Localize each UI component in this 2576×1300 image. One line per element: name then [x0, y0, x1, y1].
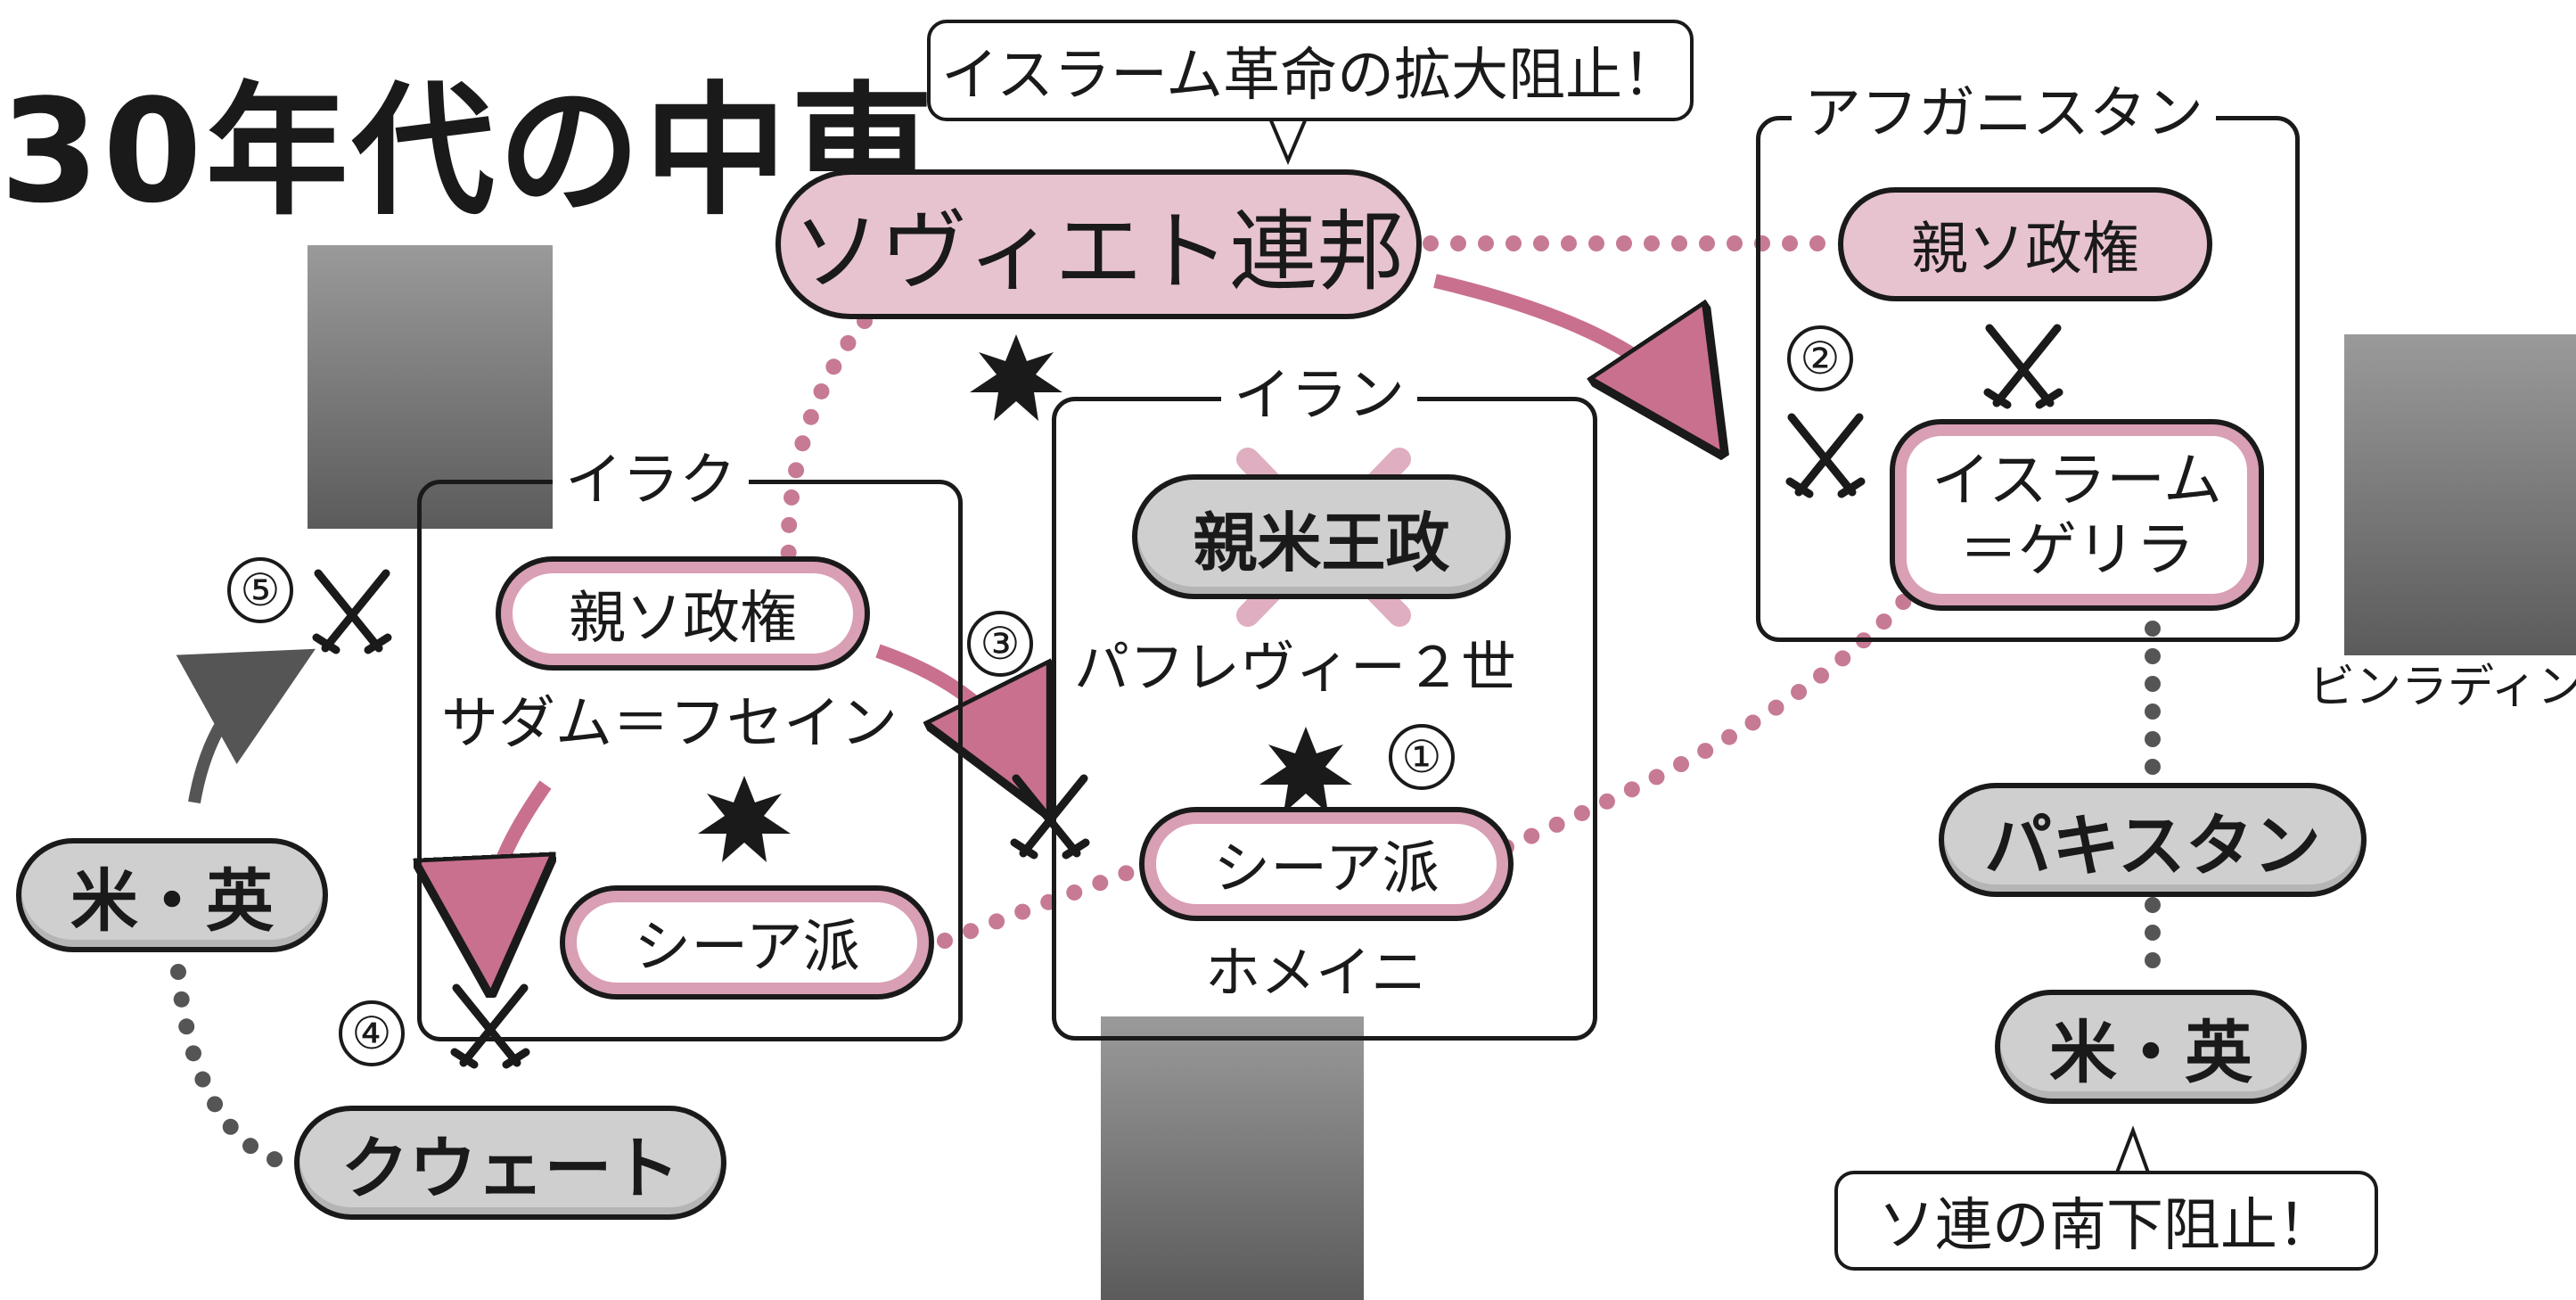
node-afghan-guerrilla: イスラーム ＝ゲリラ [1890, 419, 2264, 611]
node-iran-pro-us-label: 親米王政 [1193, 505, 1450, 580]
portrait-photo-khomeini [1101, 1016, 1364, 1300]
number-1: ① [1389, 724, 1455, 790]
number-2: ② [1787, 325, 1853, 391]
node-iraq-shia: シーア派 [560, 885, 934, 1000]
node-afghan-guerrilla-line1: イスラーム [1931, 445, 2223, 514]
node-pakistan-label: パキスタン [1984, 806, 2321, 885]
node-iraq-pro-soviet: 親ソ政権 [496, 556, 870, 671]
region-iraq-label: イラク [553, 452, 749, 509]
node-afghan-pro-soviet: 親ソ政権 [1838, 187, 2212, 301]
portrait-photo-bin-laden [2344, 334, 2576, 655]
number-3: ③ [967, 611, 1033, 677]
number-4: ④ [339, 1000, 405, 1066]
label-pahlavi: パフレヴィー２世 [1074, 635, 1517, 700]
crossed-swords-icon [1010, 774, 1090, 860]
arrow-iraq-to-kuwait [488, 780, 546, 941]
crossed-swords-icon [1785, 413, 1866, 498]
explosion-icon [1259, 727, 1352, 813]
node-afghan-guerrilla-line2: ＝ゲリラ [1959, 514, 2195, 584]
node-iraq-pro-soviet-label: 親ソ政権 [569, 586, 797, 652]
crossed-swords-icon [1983, 324, 2063, 409]
node-iran-shia: シーア派 [1139, 807, 1514, 921]
node-soviet-union-label: ソヴィエト連邦 [792, 202, 1405, 303]
bubble-tail-soviet [1268, 118, 1308, 166]
bubble-tail-usuk [2115, 1125, 2150, 1173]
crossed-swords-icon [450, 983, 530, 1069]
link-iraq-shia-iran-shia [937, 861, 1144, 949]
number-5: ⑤ [227, 557, 293, 623]
explosion-icon [698, 776, 791, 862]
node-usuk-left-label: 米・英 [70, 861, 274, 941]
explosion-icon [970, 334, 1062, 421]
node-iraq-shia-label: シーア派 [634, 915, 860, 981]
region-afghanistan-label: アフガニスタン [1792, 86, 2216, 143]
node-usuk-left: 米・英 [16, 838, 328, 952]
node-soviet-union: ソヴィエト連邦 [775, 169, 1422, 319]
link-usuk-kuwait [170, 964, 298, 1172]
bubble-usuk-goal: ソ連の南下阻止！ [1834, 1171, 2378, 1271]
bubble-usuk-goal-text: ソ連の南下阻止！ [1878, 1193, 2334, 1259]
link-soviet-iraq [780, 313, 873, 570]
region-iran-label: イラン [1221, 367, 1417, 424]
node-afghan-pro-soviet-label: 親ソ政権 [1911, 217, 2139, 283]
label-khomeini: ホメイニ [1205, 940, 1427, 1005]
arrow-soviet-to-afghan [1433, 274, 1694, 410]
label-bin-laden: ビンラディン [2309, 661, 2576, 714]
bubble-soviet-goal-text: イスラーム革命の拡大阻止！ [940, 43, 1680, 109]
page-title: 30年代の中東 [0, 68, 937, 234]
label-saddam: サダム＝フセイン [441, 691, 898, 757]
node-usuk-right: 米・英 [1995, 990, 2307, 1104]
node-kuwait: クウェート [294, 1106, 726, 1220]
node-usuk-right-label: 米・英 [2049, 1013, 2252, 1092]
arrow-usuk-to-5 [176, 648, 316, 804]
node-kuwait-label: クウェート [340, 1129, 680, 1208]
bubble-soviet-goal: イスラーム革命の拡大阻止！ [927, 20, 1694, 121]
node-iran-pro-us: 親米王政 [1132, 474, 1511, 599]
node-iran-shia-label: シーア派 [1213, 836, 1440, 902]
node-pakistan: パキスタン [1939, 783, 2367, 897]
link-iran-shia-guerrilla [1498, 589, 1916, 855]
crossed-swords-icon [312, 569, 392, 654]
arrow-iraq-to-iran [875, 644, 1025, 767]
